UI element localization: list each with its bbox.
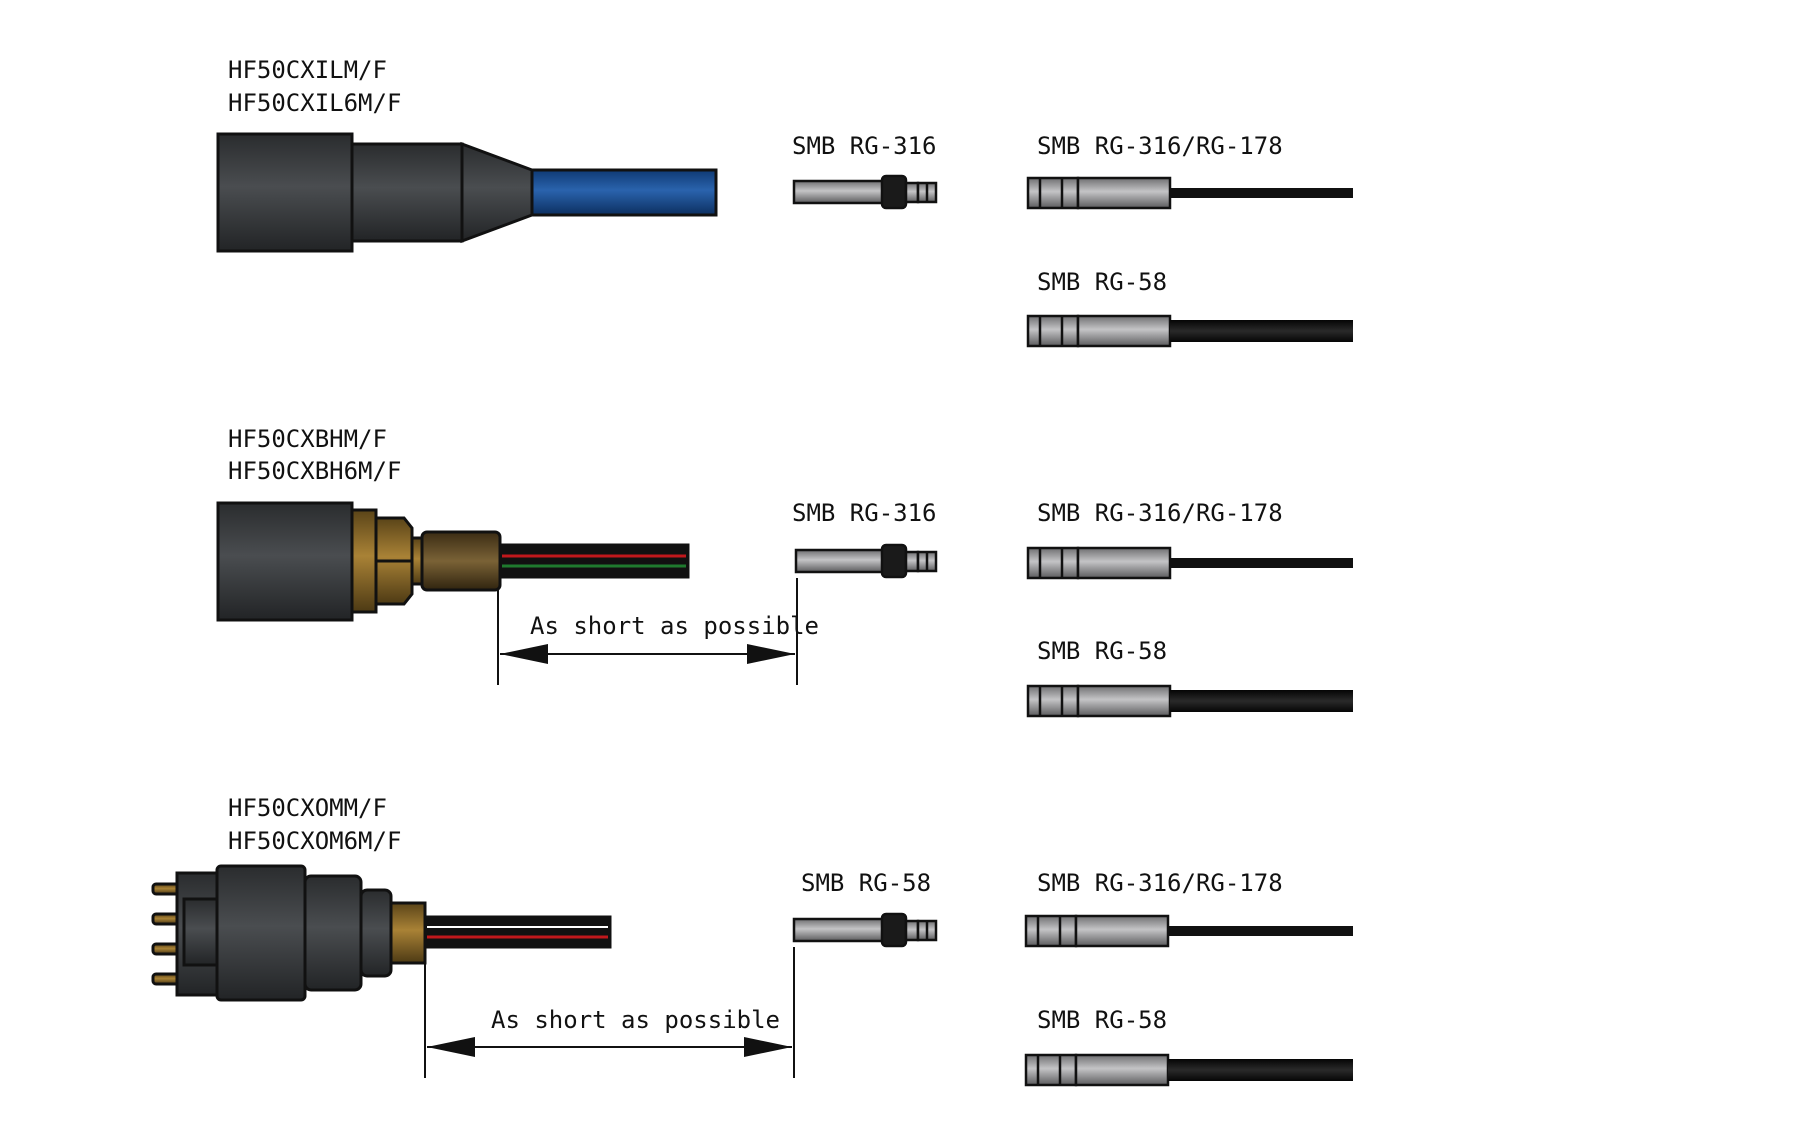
smb-plug-icon bbox=[792, 912, 938, 948]
smb-cable-thin-icon bbox=[1024, 914, 1353, 948]
dimension-label-2: As short as possible bbox=[530, 612, 819, 640]
group-1: HF50CXILM/F HF50CXIL6M/F SMB RG-316 SMB … bbox=[216, 56, 1353, 348]
dimension-arrow-icon bbox=[424, 947, 795, 1078]
connector-ilm-icon bbox=[216, 132, 718, 253]
part-number-2b: HF50CXBH6M/F bbox=[228, 457, 401, 485]
sub-label-2: SMB RG-316 bbox=[792, 499, 937, 527]
group-2: HF50CXBHM/F HF50CXBH6M/F SMB RG-316 bbox=[216, 425, 1353, 718]
smb-cable-thick-icon bbox=[1026, 314, 1353, 348]
smb-cable-thin-icon bbox=[1026, 546, 1353, 580]
part-number-1a: HF50CXILM/F bbox=[228, 56, 387, 84]
part-number-3b: HF50CXOM6M/F bbox=[228, 827, 401, 855]
part-number-1b: HF50CXIL6M/F bbox=[228, 89, 401, 117]
option-label-3b: SMB RG-58 bbox=[1037, 1006, 1167, 1034]
option-label-2a: SMB RG-316/RG-178 bbox=[1037, 499, 1283, 527]
option-label-2b: SMB RG-58 bbox=[1037, 637, 1167, 665]
smb-cable-thin-icon bbox=[1026, 176, 1353, 210]
dimension-arrow-icon bbox=[497, 578, 798, 685]
part-number-3a: HF50CXOMM/F bbox=[228, 794, 387, 822]
dimension-label-3: As short as possible bbox=[491, 1006, 780, 1034]
smb-cable-thick-icon bbox=[1026, 684, 1353, 718]
connector-om-icon bbox=[151, 864, 612, 1002]
option-label-1b: SMB RG-58 bbox=[1037, 268, 1167, 296]
smb-cable-thick-icon bbox=[1024, 1053, 1353, 1087]
group-3: HF50CXOMM/F HF50CXOM6M/F SMB RG-58 bbox=[151, 794, 1353, 1087]
sub-label-1: SMB RG-316 bbox=[792, 132, 937, 160]
option-label-1a: SMB RG-316/RG-178 bbox=[1037, 132, 1283, 160]
option-label-3a: SMB RG-316/RG-178 bbox=[1037, 869, 1283, 897]
sub-label-3: SMB RG-58 bbox=[801, 869, 931, 897]
part-number-2a: HF50CXBHM/F bbox=[228, 425, 387, 453]
connector-bh-icon bbox=[216, 501, 690, 622]
smb-plug-icon bbox=[792, 174, 938, 210]
smb-plug-icon bbox=[794, 543, 938, 579]
